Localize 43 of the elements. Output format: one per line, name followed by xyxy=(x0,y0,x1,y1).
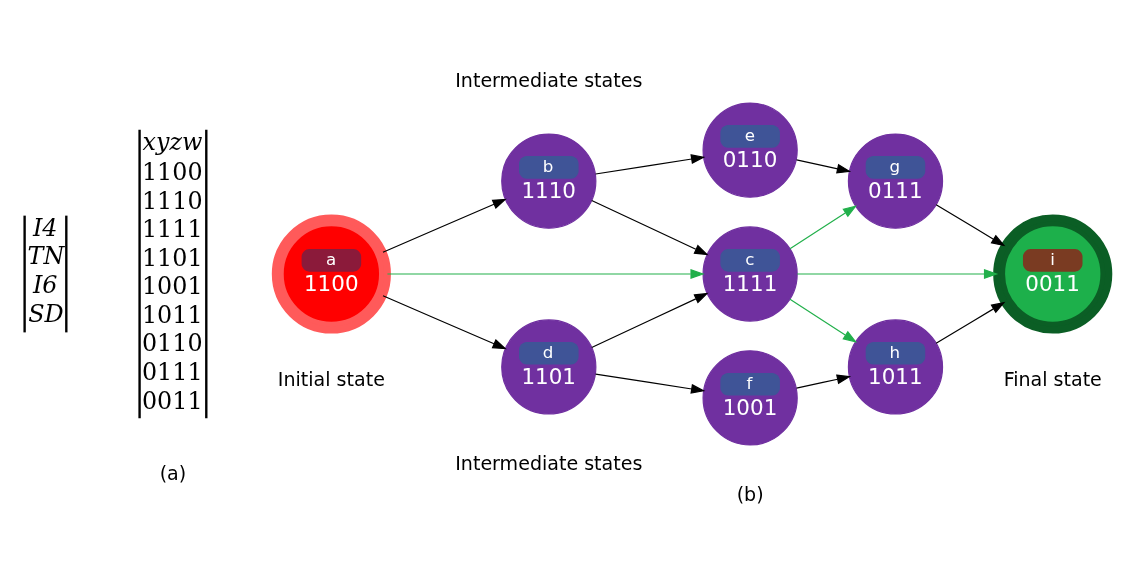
node-label: Final state xyxy=(1003,367,1102,390)
node-label: Initial state xyxy=(277,367,385,390)
arrow xyxy=(935,301,1006,344)
label: 0111 xyxy=(141,357,203,386)
arrow xyxy=(595,153,706,175)
arrow xyxy=(796,268,999,279)
label: I4 xyxy=(32,213,58,242)
label: 0110 xyxy=(141,328,203,357)
label: SD xyxy=(28,299,64,328)
arrow xyxy=(595,372,706,394)
label: 1101 xyxy=(141,243,203,272)
label: 1100 xyxy=(141,157,203,186)
label: 1001 xyxy=(141,271,203,300)
node-circle: d 1101 xyxy=(501,318,597,415)
node-circle: i 0011 xyxy=(993,213,1113,334)
label: xyzw xyxy=(142,127,203,156)
node-circle: c 1111 xyxy=(702,225,798,322)
label: (b) xyxy=(736,482,764,505)
label: (a) xyxy=(159,461,187,484)
arrow xyxy=(591,292,709,348)
arrow xyxy=(789,298,858,343)
label: Intermediate states xyxy=(455,451,643,474)
node-circle: b 1110 xyxy=(501,132,597,229)
node-circle: f 1001 xyxy=(702,349,798,446)
node-circle: a 1100 xyxy=(271,213,391,334)
arrow xyxy=(591,199,709,255)
arrow xyxy=(795,158,852,174)
node-circle: e 0110 xyxy=(702,101,798,198)
arrow xyxy=(382,198,507,253)
arrow xyxy=(789,204,858,249)
arrow xyxy=(386,268,705,279)
label: 1111 xyxy=(141,214,203,243)
label: TN xyxy=(27,241,65,270)
arrow xyxy=(382,294,507,349)
node-circle: h 1011 xyxy=(847,318,944,415)
arrow xyxy=(935,203,1006,246)
label: 0011 xyxy=(141,386,203,415)
label: I6 xyxy=(32,270,58,299)
label: 1011 xyxy=(141,300,203,329)
label: Intermediate states xyxy=(455,68,643,91)
label: 1110 xyxy=(141,185,203,214)
arrow xyxy=(795,373,852,389)
node-circle: g 0111 xyxy=(847,132,944,229)
